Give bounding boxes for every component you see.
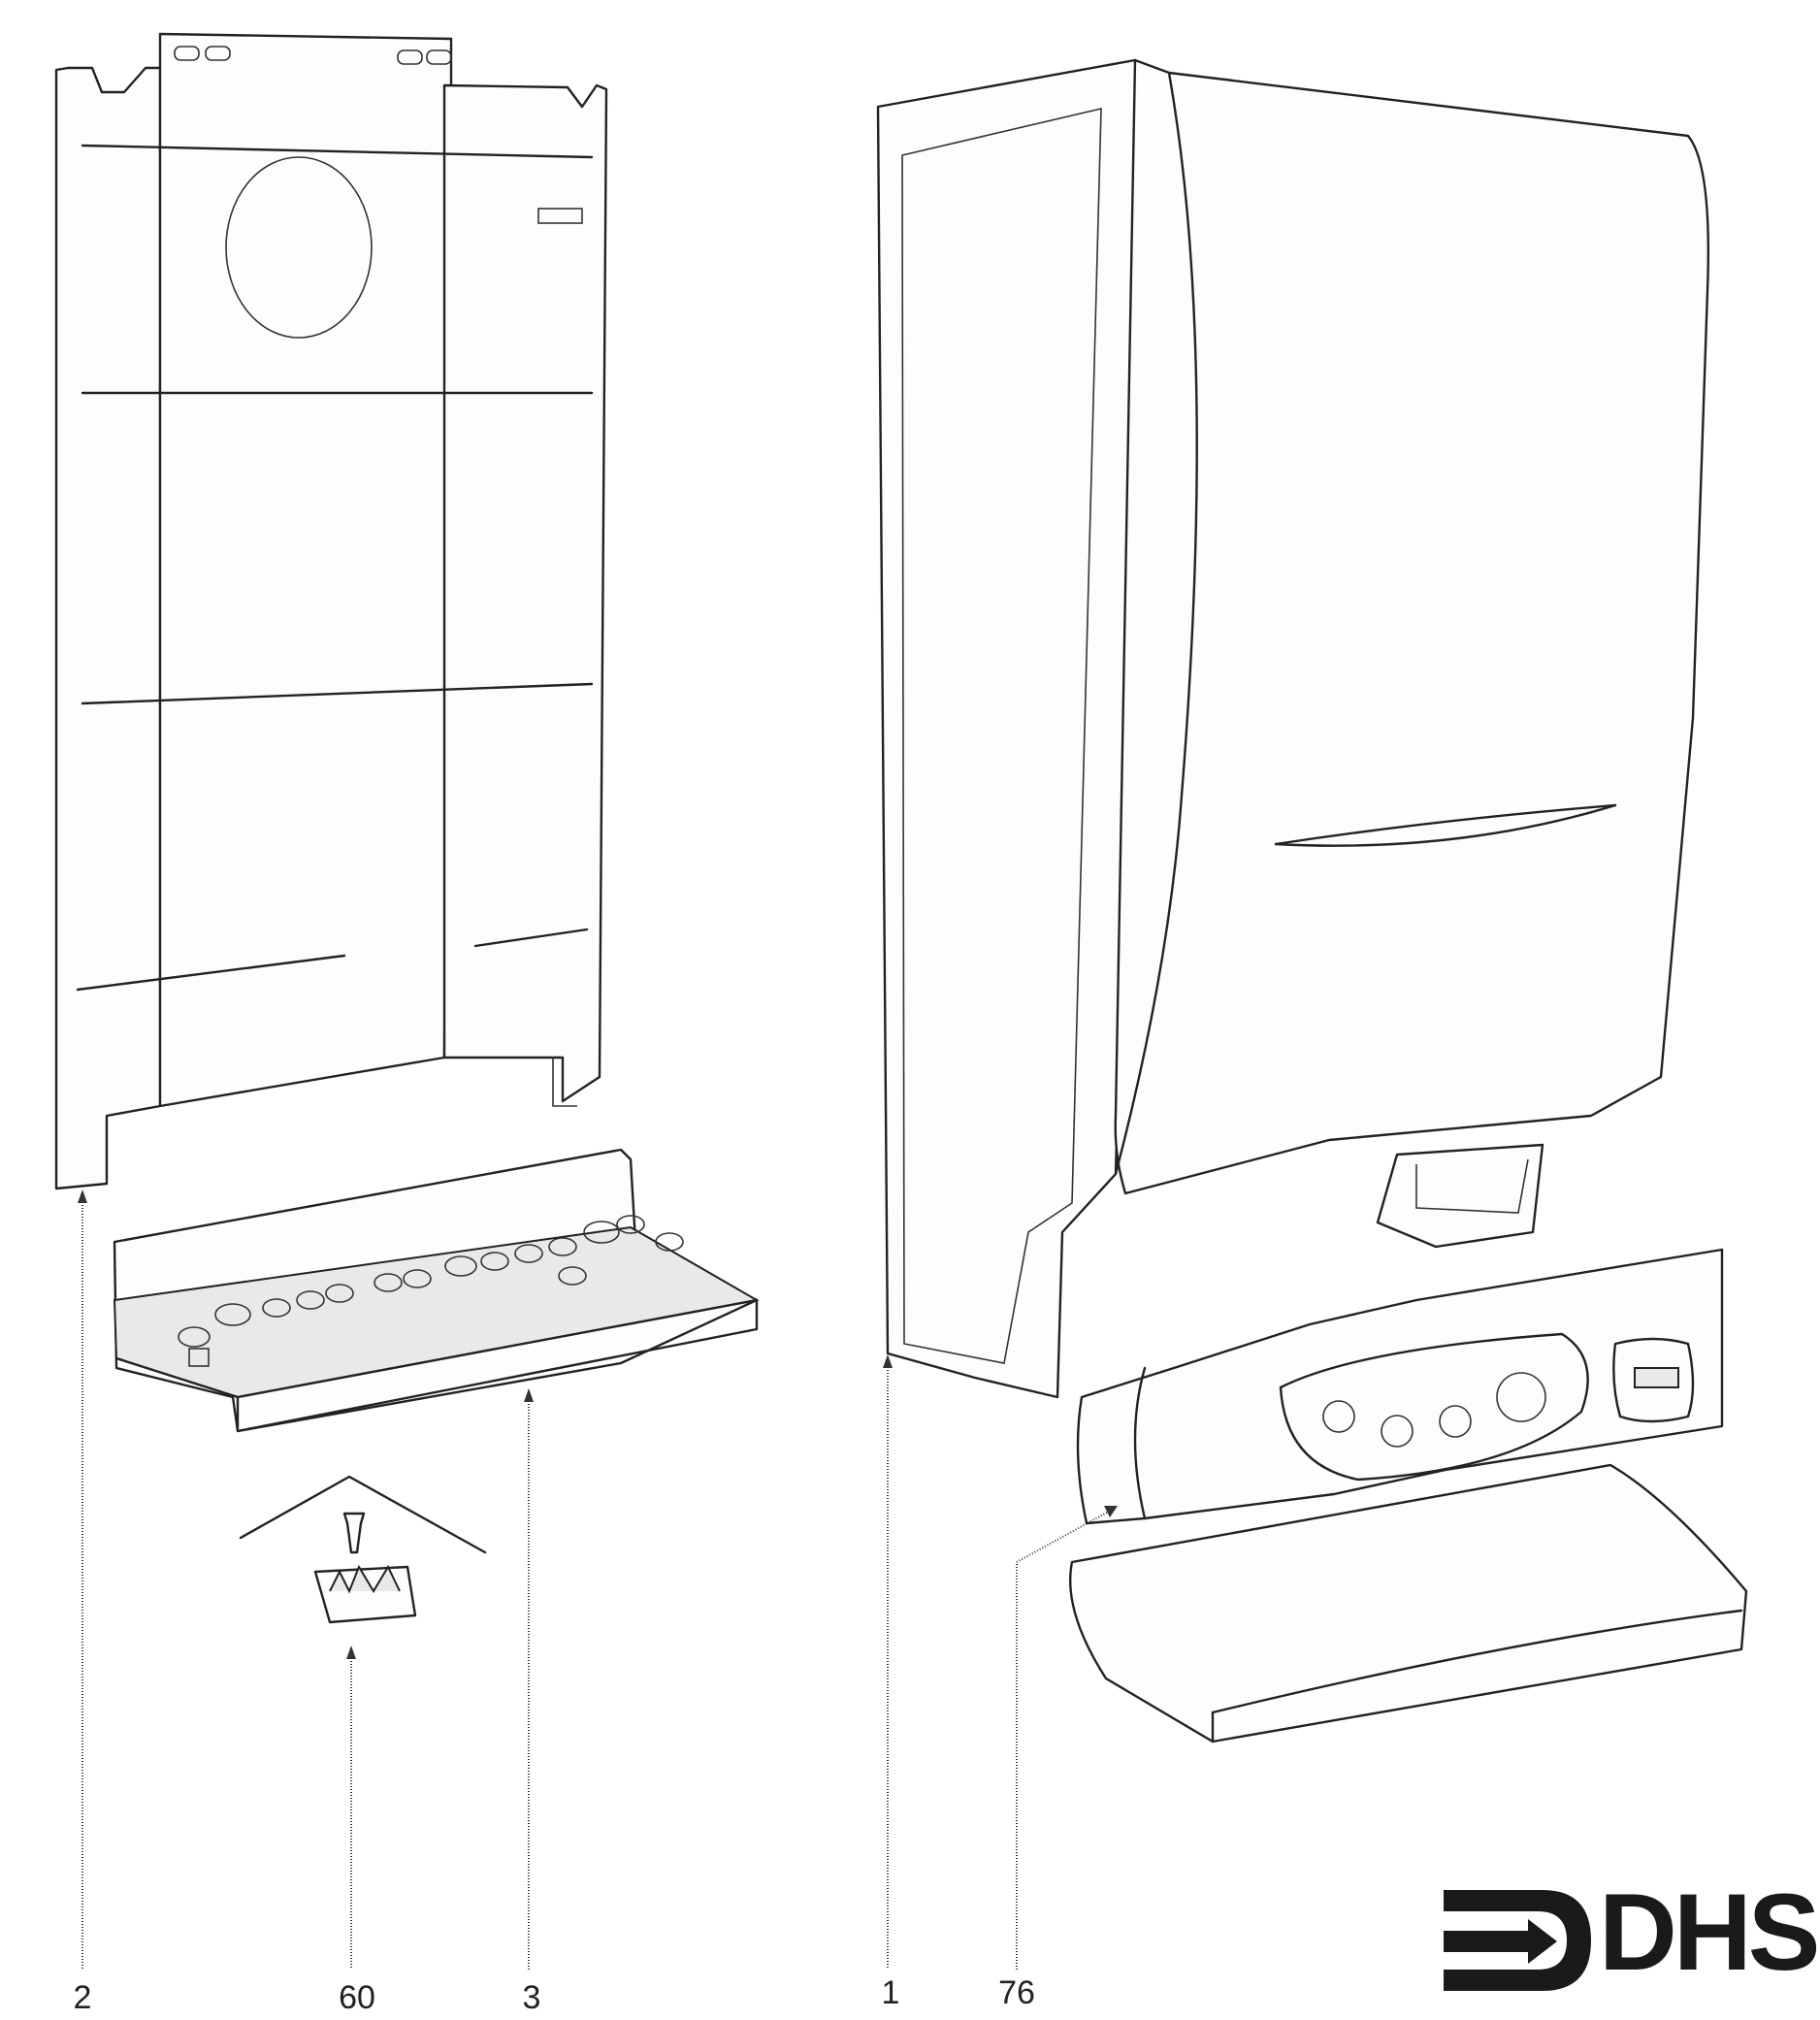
part-label-1: 1 xyxy=(881,1974,900,2011)
leader-lines xyxy=(78,1189,1118,1970)
bracket-with-screw xyxy=(239,1475,487,1624)
part-label-76: 76 xyxy=(998,1974,1035,2011)
back-frame xyxy=(54,32,608,1190)
front-casing xyxy=(876,58,1710,1399)
part-label-60: 60 xyxy=(339,1979,375,2016)
bottom-tray xyxy=(113,1148,760,1433)
control-panel-assembly xyxy=(1068,1248,1748,1743)
dhs-logo-mark xyxy=(1444,1890,1591,1991)
part-label-2: 2 xyxy=(73,1979,92,2016)
dhs-logo-text: DHS xyxy=(1599,1872,1820,1993)
part-label-3: 3 xyxy=(522,1979,541,2016)
